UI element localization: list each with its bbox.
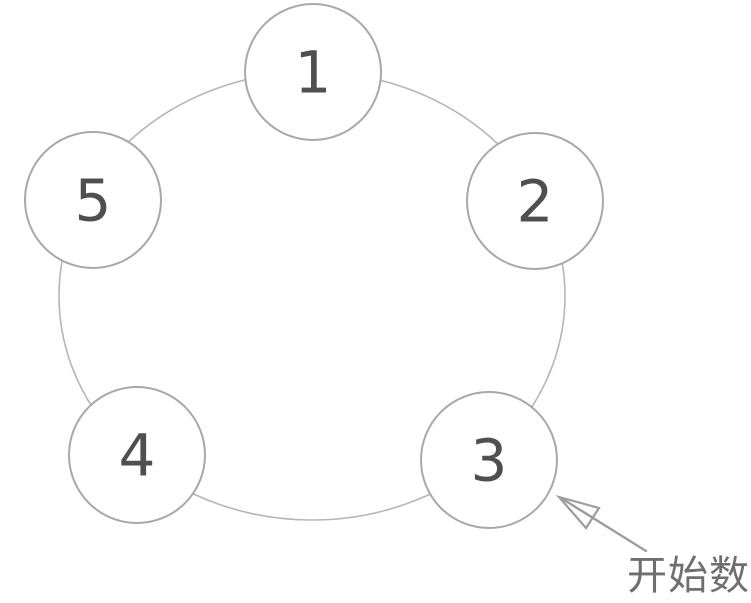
- node-1-label: 1: [295, 38, 332, 106]
- node-2: 2: [466, 132, 604, 270]
- node-1-circle: [244, 3, 382, 141]
- node-3-label: 3: [471, 426, 508, 494]
- arrow-shaft: [559, 496, 648, 553]
- node-5-circle: [24, 131, 162, 269]
- node-5: 5: [24, 131, 162, 269]
- node-4-label: 4: [119, 421, 156, 489]
- node-3-circle: [420, 391, 558, 529]
- arrow-head: [555, 494, 601, 530]
- node-4-circle: [68, 386, 206, 524]
- node-4: 4: [68, 386, 206, 524]
- node-3: 3: [420, 391, 558, 529]
- start-arrow-icon: [555, 494, 648, 553]
- start-annotation: 开始数: [627, 553, 750, 599]
- node-2-label: 2: [517, 167, 554, 235]
- node-2-circle: [466, 132, 604, 270]
- node-5-label: 5: [75, 166, 112, 234]
- node-1: 1: [244, 3, 382, 141]
